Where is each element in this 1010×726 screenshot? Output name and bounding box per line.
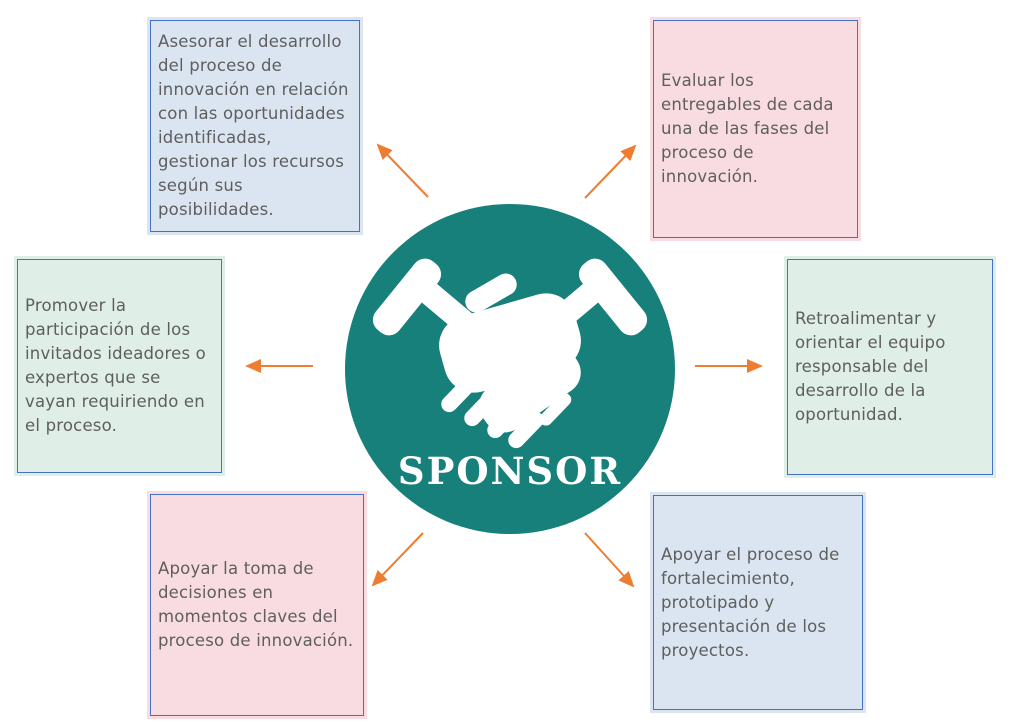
role-box-text: Retroalimentar y orientar el equipo resp… <box>795 309 946 424</box>
arrow-to-bottom-right-box <box>584 532 635 588</box>
sponsor-label: SPONSOR <box>397 449 623 493</box>
role-box-middle-right: Retroalimentar y orientar el equipo resp… <box>784 256 996 478</box>
role-box-text: Evaluar los entregables de cada una de l… <box>661 71 834 186</box>
arrow-to-top-right-box <box>584 144 637 199</box>
arrow-to-bottom-left-box <box>371 532 424 587</box>
role-box-top-right: Evaluar los entregables de cada una de l… <box>650 17 861 241</box>
role-box-text: Promover la participación de los invitad… <box>25 296 206 435</box>
role-box-text: Apoyar el proceso de fortalecimiento, pr… <box>661 544 840 660</box>
sponsor-circle-svg <box>345 204 675 534</box>
role-box-top-left: Asesorar el desarrollo del proceso de in… <box>147 17 363 235</box>
sponsor-circle <box>345 204 675 534</box>
role-box-text: Asesorar el desarrollo del proceso de in… <box>158 32 349 219</box>
role-box-middle-left: Promover la participación de los invitad… <box>14 256 225 476</box>
arrow-to-top-left-box <box>376 143 429 198</box>
role-box-bottom-left: Apoyar la toma de decisiones en momentos… <box>147 491 367 719</box>
role-box-bottom-right: Apoyar el proceso de fortalecimiento, pr… <box>650 492 866 713</box>
role-box-text: Apoyar la toma de decisiones en momentos… <box>158 559 354 650</box>
handshake-icon <box>372 258 648 449</box>
